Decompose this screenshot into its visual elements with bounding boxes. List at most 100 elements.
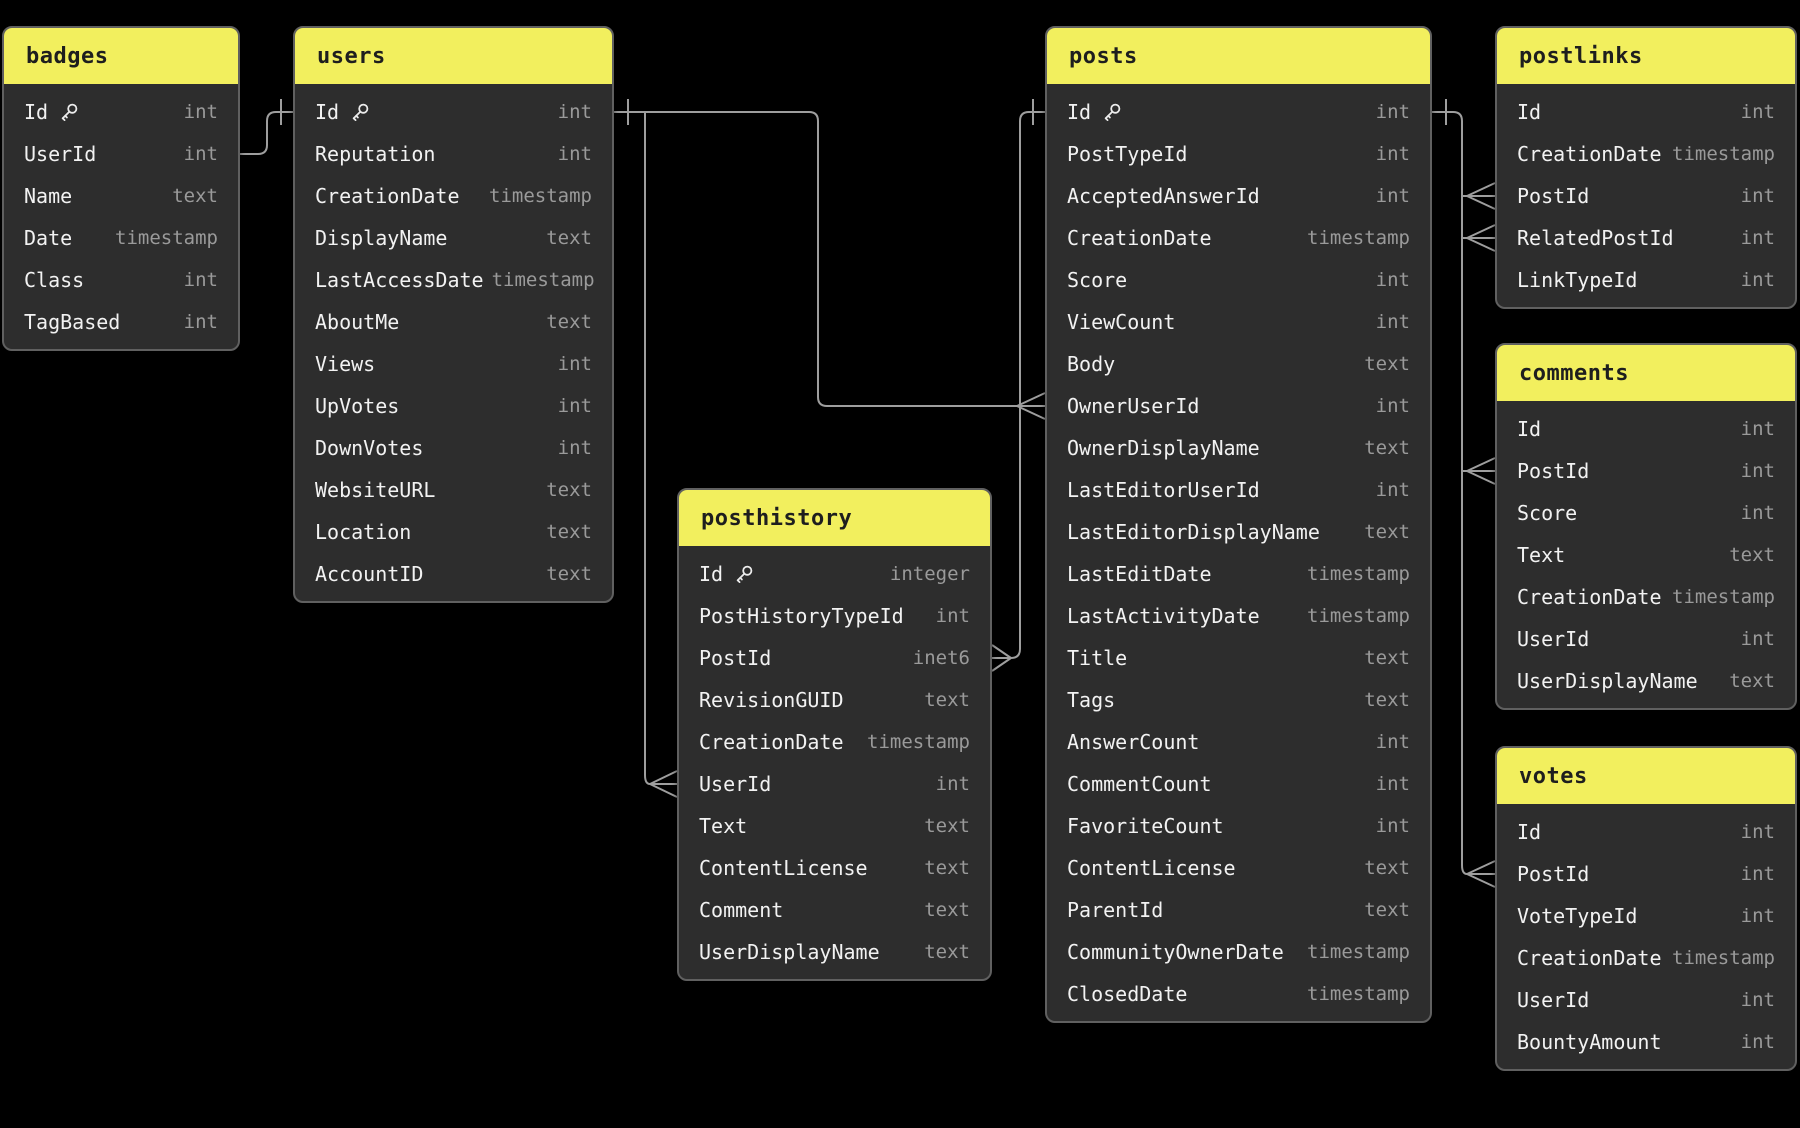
table-header[interactable]: postlinks	[1497, 28, 1795, 84]
field-name: Score	[1067, 268, 1128, 292]
field-type: int	[1740, 1031, 1775, 1053]
field-type: int	[557, 353, 592, 375]
primary-key-icon	[733, 563, 755, 585]
field-type: int	[1375, 731, 1410, 753]
field-name: OwnerDisplayName	[1067, 436, 1260, 460]
table-header[interactable]: posthistory	[679, 490, 990, 546]
field-name: Id	[1517, 100, 1542, 124]
table-header[interactable]: votes	[1497, 748, 1795, 804]
field-name: Id	[699, 562, 724, 586]
field-row[interactable]: Score int	[1047, 259, 1430, 301]
relationship-line	[1462, 224, 1496, 252]
field-name: UserId	[1517, 627, 1590, 651]
table-header[interactable]: posts	[1047, 28, 1430, 84]
field-name: ParentId	[1067, 898, 1164, 922]
field-type: int	[1375, 269, 1410, 291]
table-header[interactable]: users	[295, 28, 612, 84]
field-name: Name	[24, 184, 73, 208]
field-type: int	[935, 605, 970, 627]
table-header[interactable]: badges	[4, 28, 238, 84]
field-type: text	[546, 227, 592, 249]
table-header[interactable]: comments	[1497, 345, 1795, 401]
field-name: LastActivityDate	[1067, 604, 1260, 628]
field-type: text	[924, 941, 970, 963]
